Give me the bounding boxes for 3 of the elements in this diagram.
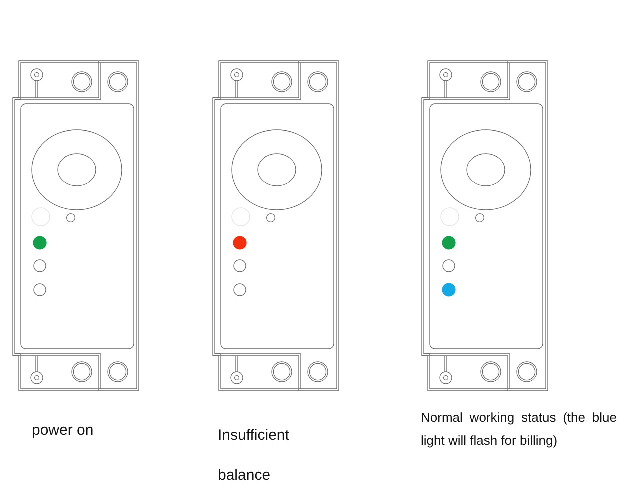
node-label: power on xyxy=(32,421,95,441)
node-label: Normal working status (the blue light will flash for billing) xyxy=(421,409,617,450)
node-label: Insufficient balance xyxy=(218,426,290,486)
